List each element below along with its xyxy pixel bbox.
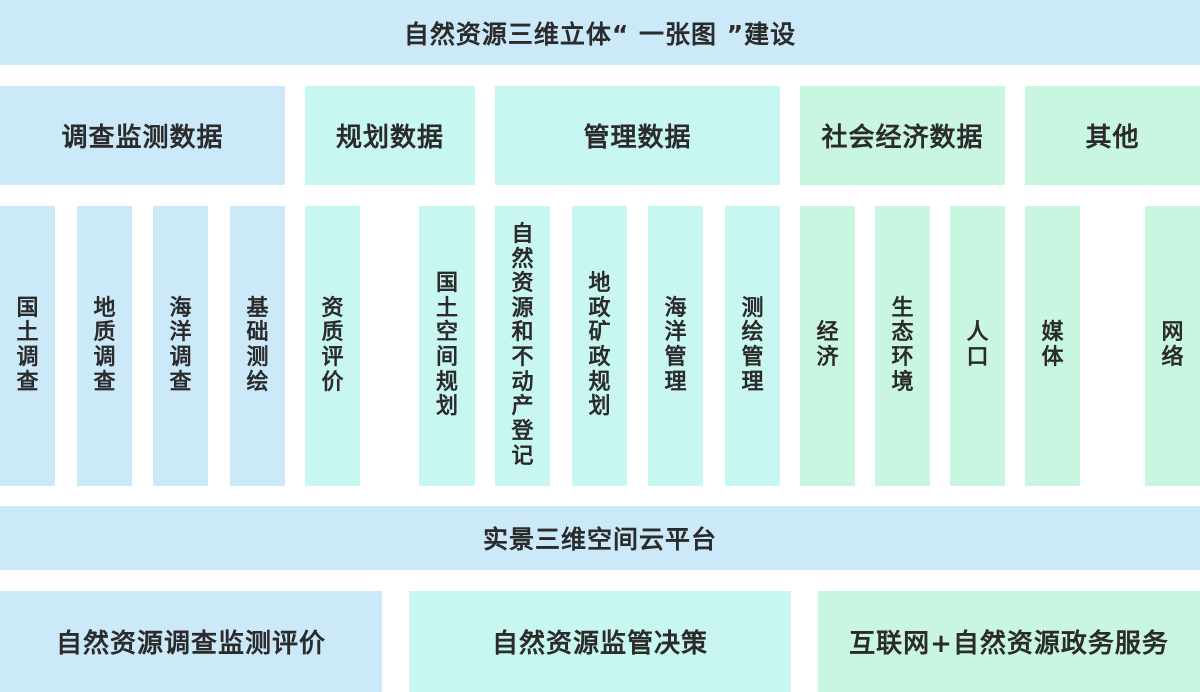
- platform-label: 实景三维空间云平台: [482, 525, 717, 554]
- category-label: 其他: [1085, 123, 1140, 153]
- item-label: 网络: [1161, 320, 1184, 370]
- application-supervision-decision: 自然资源监管决策: [409, 591, 791, 692]
- item-label: 国土调查: [16, 295, 39, 395]
- category-survey-monitoring-data: 调查监测数据: [0, 86, 285, 185]
- item-population: 人口: [950, 206, 1005, 486]
- application-survey-monitoring-evaluation: 自然资源调查监测评价: [0, 591, 382, 692]
- item-label: 地政矿政规划: [588, 271, 611, 420]
- application-internet-government-services: 互联网+自然资源政务服务: [818, 591, 1200, 692]
- item-land-mineral-planning: 地政矿政规划: [572, 206, 627, 486]
- item-label: 自然资源和不动产登记: [511, 221, 534, 469]
- item-ocean-management: 海洋管理: [648, 206, 703, 486]
- title-text: 自然资源三维立体“ 一张图 ”建设: [403, 19, 797, 49]
- item-media: 媒体: [1025, 206, 1080, 486]
- platform-banner: 实景三维空间云平台: [0, 506, 1200, 570]
- item-label: 地质调查: [93, 295, 116, 395]
- item-label: 生态环境: [891, 295, 914, 395]
- application-label: 自然资源监管决策: [491, 629, 708, 659]
- item-resource-real-estate-registration: 自然资源和不动产登记: [495, 206, 550, 486]
- application-label: 互联网+自然资源政务服务: [849, 629, 1169, 659]
- item-network: 网络: [1145, 206, 1200, 486]
- item-economy: 经济: [800, 206, 855, 486]
- category-management-data: 管理数据: [495, 86, 780, 185]
- item-label: 国土空间规划: [435, 271, 458, 420]
- application-label: 自然资源调查监测评价: [55, 629, 326, 659]
- category-label: 社会经济数据: [821, 123, 984, 153]
- item-land-survey: 国土调查: [0, 206, 55, 486]
- item-basic-surveying: 基础测绘: [230, 206, 285, 486]
- item-label: 资质评价: [321, 295, 344, 395]
- item-resource-evaluation: 资质评价: [305, 206, 360, 486]
- category-planning-data: 规划数据: [305, 86, 475, 185]
- title-banner: 自然资源三维立体“ 一张图 ”建设: [0, 0, 1200, 65]
- category-label: 规划数据: [335, 123, 444, 153]
- item-label: 基础测绘: [246, 295, 269, 395]
- item-surveying-management: 测绘管理: [725, 206, 780, 486]
- item-label: 海洋调查: [169, 295, 192, 395]
- category-label: 管理数据: [583, 123, 692, 153]
- item-label: 测绘管理: [741, 295, 764, 395]
- item-territorial-spatial-planning: 国土空间规划: [419, 206, 475, 486]
- item-geological-survey: 地质调查: [77, 206, 132, 486]
- item-label: 媒体: [1041, 320, 1064, 370]
- item-ecological-environment: 生态环境: [875, 206, 930, 486]
- item-label: 经济: [816, 320, 839, 370]
- category-other: 其他: [1025, 86, 1200, 185]
- item-label: 海洋管理: [664, 295, 687, 395]
- item-label: 人口: [966, 320, 989, 370]
- category-label: 调查监测数据: [61, 123, 224, 153]
- category-socio-economic-data: 社会经济数据: [800, 86, 1005, 185]
- item-ocean-survey: 海洋调查: [153, 206, 208, 486]
